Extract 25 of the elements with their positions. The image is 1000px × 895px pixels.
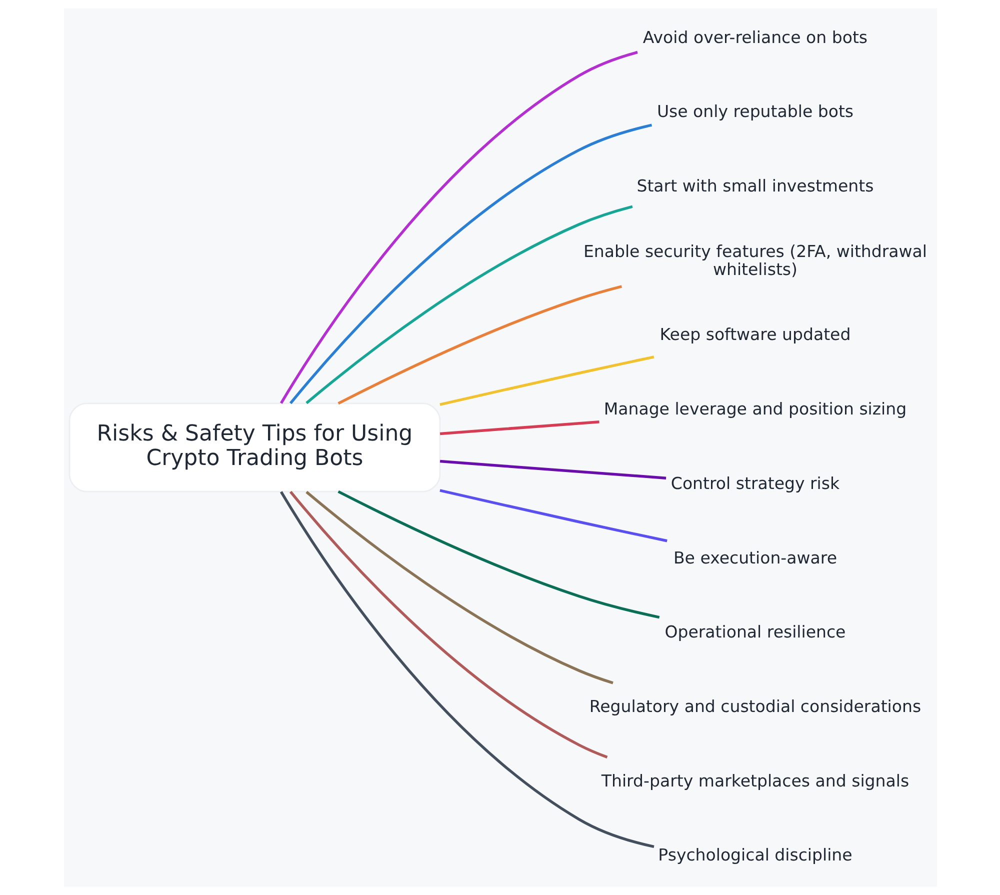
node-text: Avoid over-reliance on bots (642, 28, 868, 47)
connector (439, 460, 666, 480)
node-text: Manage leverage and position sizing (603, 400, 906, 419)
node-text: Operational resilience (664, 622, 846, 642)
node-text: Control strategy risk (670, 474, 840, 493)
node-text: Regulatory and custodial considerations (588, 697, 921, 716)
node-text: Be execution-aware (672, 548, 837, 568)
node-text: Use only reputable bots (656, 102, 854, 122)
node-text: Keep software updated (659, 325, 850, 344)
node-text: Third-party marketplaces and signals (600, 771, 909, 790)
connector (439, 356, 654, 406)
node-text: Psychological discipline (658, 846, 852, 865)
connector (439, 489, 667, 542)
connector (439, 420, 599, 436)
connector (279, 491, 654, 848)
connector (279, 50, 638, 404)
node-text: Start with small investments (636, 176, 874, 196)
connector (305, 205, 632, 404)
node-text: Enable security features (2FA, withdrawal whitelists) (582, 242, 927, 279)
connector (288, 124, 652, 404)
connector (337, 490, 660, 619)
connector (337, 285, 622, 405)
node-box: Risks & Safety Tips for Using Crypto Trading Bots (68, 402, 440, 492)
connector (288, 490, 608, 758)
connector (305, 490, 613, 684)
